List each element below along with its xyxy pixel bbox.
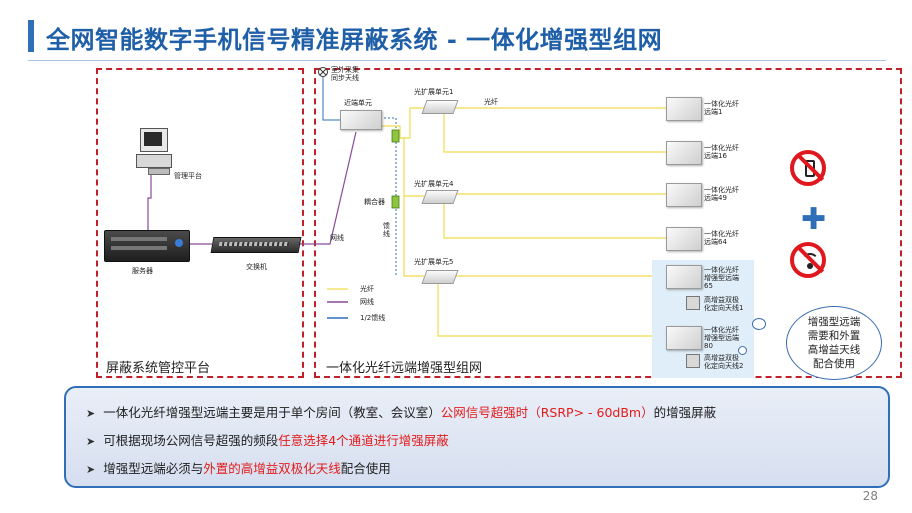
server-icon (104, 230, 190, 262)
plus-icon: ✚ (801, 202, 827, 237)
bullet-1-text: 一体化光纤增强型远端主要是用于单个房间（教室、会议室） (103, 405, 441, 420)
switch-icon (210, 237, 302, 253)
no-wifi-icon (790, 242, 826, 278)
bullet-1: ➤ 一体化光纤增强型远端主要是用于单个房间（教室、会议室）公网信号超强时（RSRP… (86, 402, 716, 421)
remote-49-label: 一体化光纤 远端49 (704, 186, 739, 202)
legend-feeder-label: 1/2馈线 (360, 314, 386, 322)
network-diagram-label: 一体化光纤远端增强型组网 (326, 361, 483, 376)
bullet-2-highlight: 任意选择4个通道进行增强屏蔽 (278, 433, 449, 448)
remote-unit-16 (666, 141, 702, 165)
antenna-1-label: 高增益双极 化定向天线1 (704, 296, 744, 312)
antenna-2-icon (686, 354, 700, 368)
expander-5-label: 光扩展单元5 (414, 258, 454, 266)
callout-text: 增强型远端 需要和外置 高增益天线 配合使用 (807, 316, 861, 370)
expander-1-device (421, 100, 459, 114)
network-cable-label: 网线 (330, 234, 344, 242)
bullet-1-tail: 的增强屏蔽 (653, 405, 717, 420)
remote-16-label: 一体化光纤 远端16 (704, 144, 739, 160)
remote-1-label: 一体化光纤 远端1 (704, 100, 739, 116)
bullet-3-highlight: 外置的高增益双极化天线 (203, 461, 341, 476)
fiber-label: 光纤 (484, 98, 498, 106)
bullet-2: ➤ 可根据现场公网信号超强的频段任意选择4个通道进行增强屏蔽 (86, 430, 449, 449)
bullet-3-text: 增强型远端必须与 (103, 461, 204, 476)
bubble-dot-large (752, 318, 766, 330)
coupler-label: 耦合器 (364, 198, 385, 206)
bullet-3-tail: 配合使用 (340, 461, 391, 476)
title-divider (28, 60, 886, 61)
bullet-3: ➤ 增强型远端必须与外置的高增益双极化天线配合使用 (86, 458, 391, 477)
pc-label: 管理平台 (174, 172, 202, 180)
no-phone-icon (790, 150, 826, 186)
remote-unit-64 (666, 227, 702, 251)
computer-icon (136, 128, 172, 175)
expander-5-device (421, 270, 459, 284)
page-number: 28 (862, 489, 878, 503)
near-unit-device (340, 110, 382, 130)
remote-unit-1 (666, 97, 702, 121)
expander-4-label: 光扩展单元4 (414, 180, 454, 188)
near-unit-label: 近端单元 (344, 99, 372, 107)
enhanced-remote-80 (666, 326, 702, 350)
bullet-2-text: 可根据现场公网信号超强的频段 (103, 433, 279, 448)
antenna-2-label: 高增益双极 化定向天线2 (704, 354, 744, 370)
callout-bubble: 增强型远端 需要和外置 高增益天线 配合使用 (786, 306, 882, 380)
legend-fiber-label: 光纤 (360, 285, 374, 293)
page-title: 全网智能数字手机信号精准屏蔽系统 - 一体化增强型组网 (46, 26, 663, 54)
management-platform-label: 屏蔽系统管控平台 (106, 361, 211, 376)
feeder-label: 馈 线 (383, 222, 390, 238)
bullet-arrow-icon: ➤ (86, 435, 96, 448)
management-platform-panel (96, 68, 304, 378)
remote-80-label: 一体化光纤 增强型远端 80 (704, 326, 739, 350)
server-label: 服务器 (132, 267, 153, 275)
info-box: ➤ 一体化光纤增强型远端主要是用于单个房间（教室、会议室）公网信号超强时（RSRP… (64, 386, 890, 488)
title-accent-bar (28, 20, 34, 52)
bullet-1-highlight: 公网信号超强时（RSRP> - 60dBm） (440, 405, 654, 420)
legend-network-label: 网线 (360, 298, 374, 306)
enhanced-remote-65 (666, 265, 702, 289)
switch-label: 交换机 (246, 263, 267, 271)
antenna-1-icon (686, 296, 700, 310)
outdoor-antenna-label: 室外采集 同步天线 (331, 66, 359, 82)
expander-4-device (421, 190, 459, 204)
remote-64-label: 一体化光纤 远端64 (704, 230, 739, 246)
bubble-dot-small (738, 346, 747, 355)
bullet-arrow-icon: ➤ (86, 407, 96, 420)
expander-1-label: 光扩展单元1 (414, 88, 454, 96)
bullet-arrow-icon: ➤ (86, 463, 96, 476)
remote-unit-49 (666, 183, 702, 207)
remote-65-label: 一体化光纤 增强型远端 65 (704, 266, 739, 290)
